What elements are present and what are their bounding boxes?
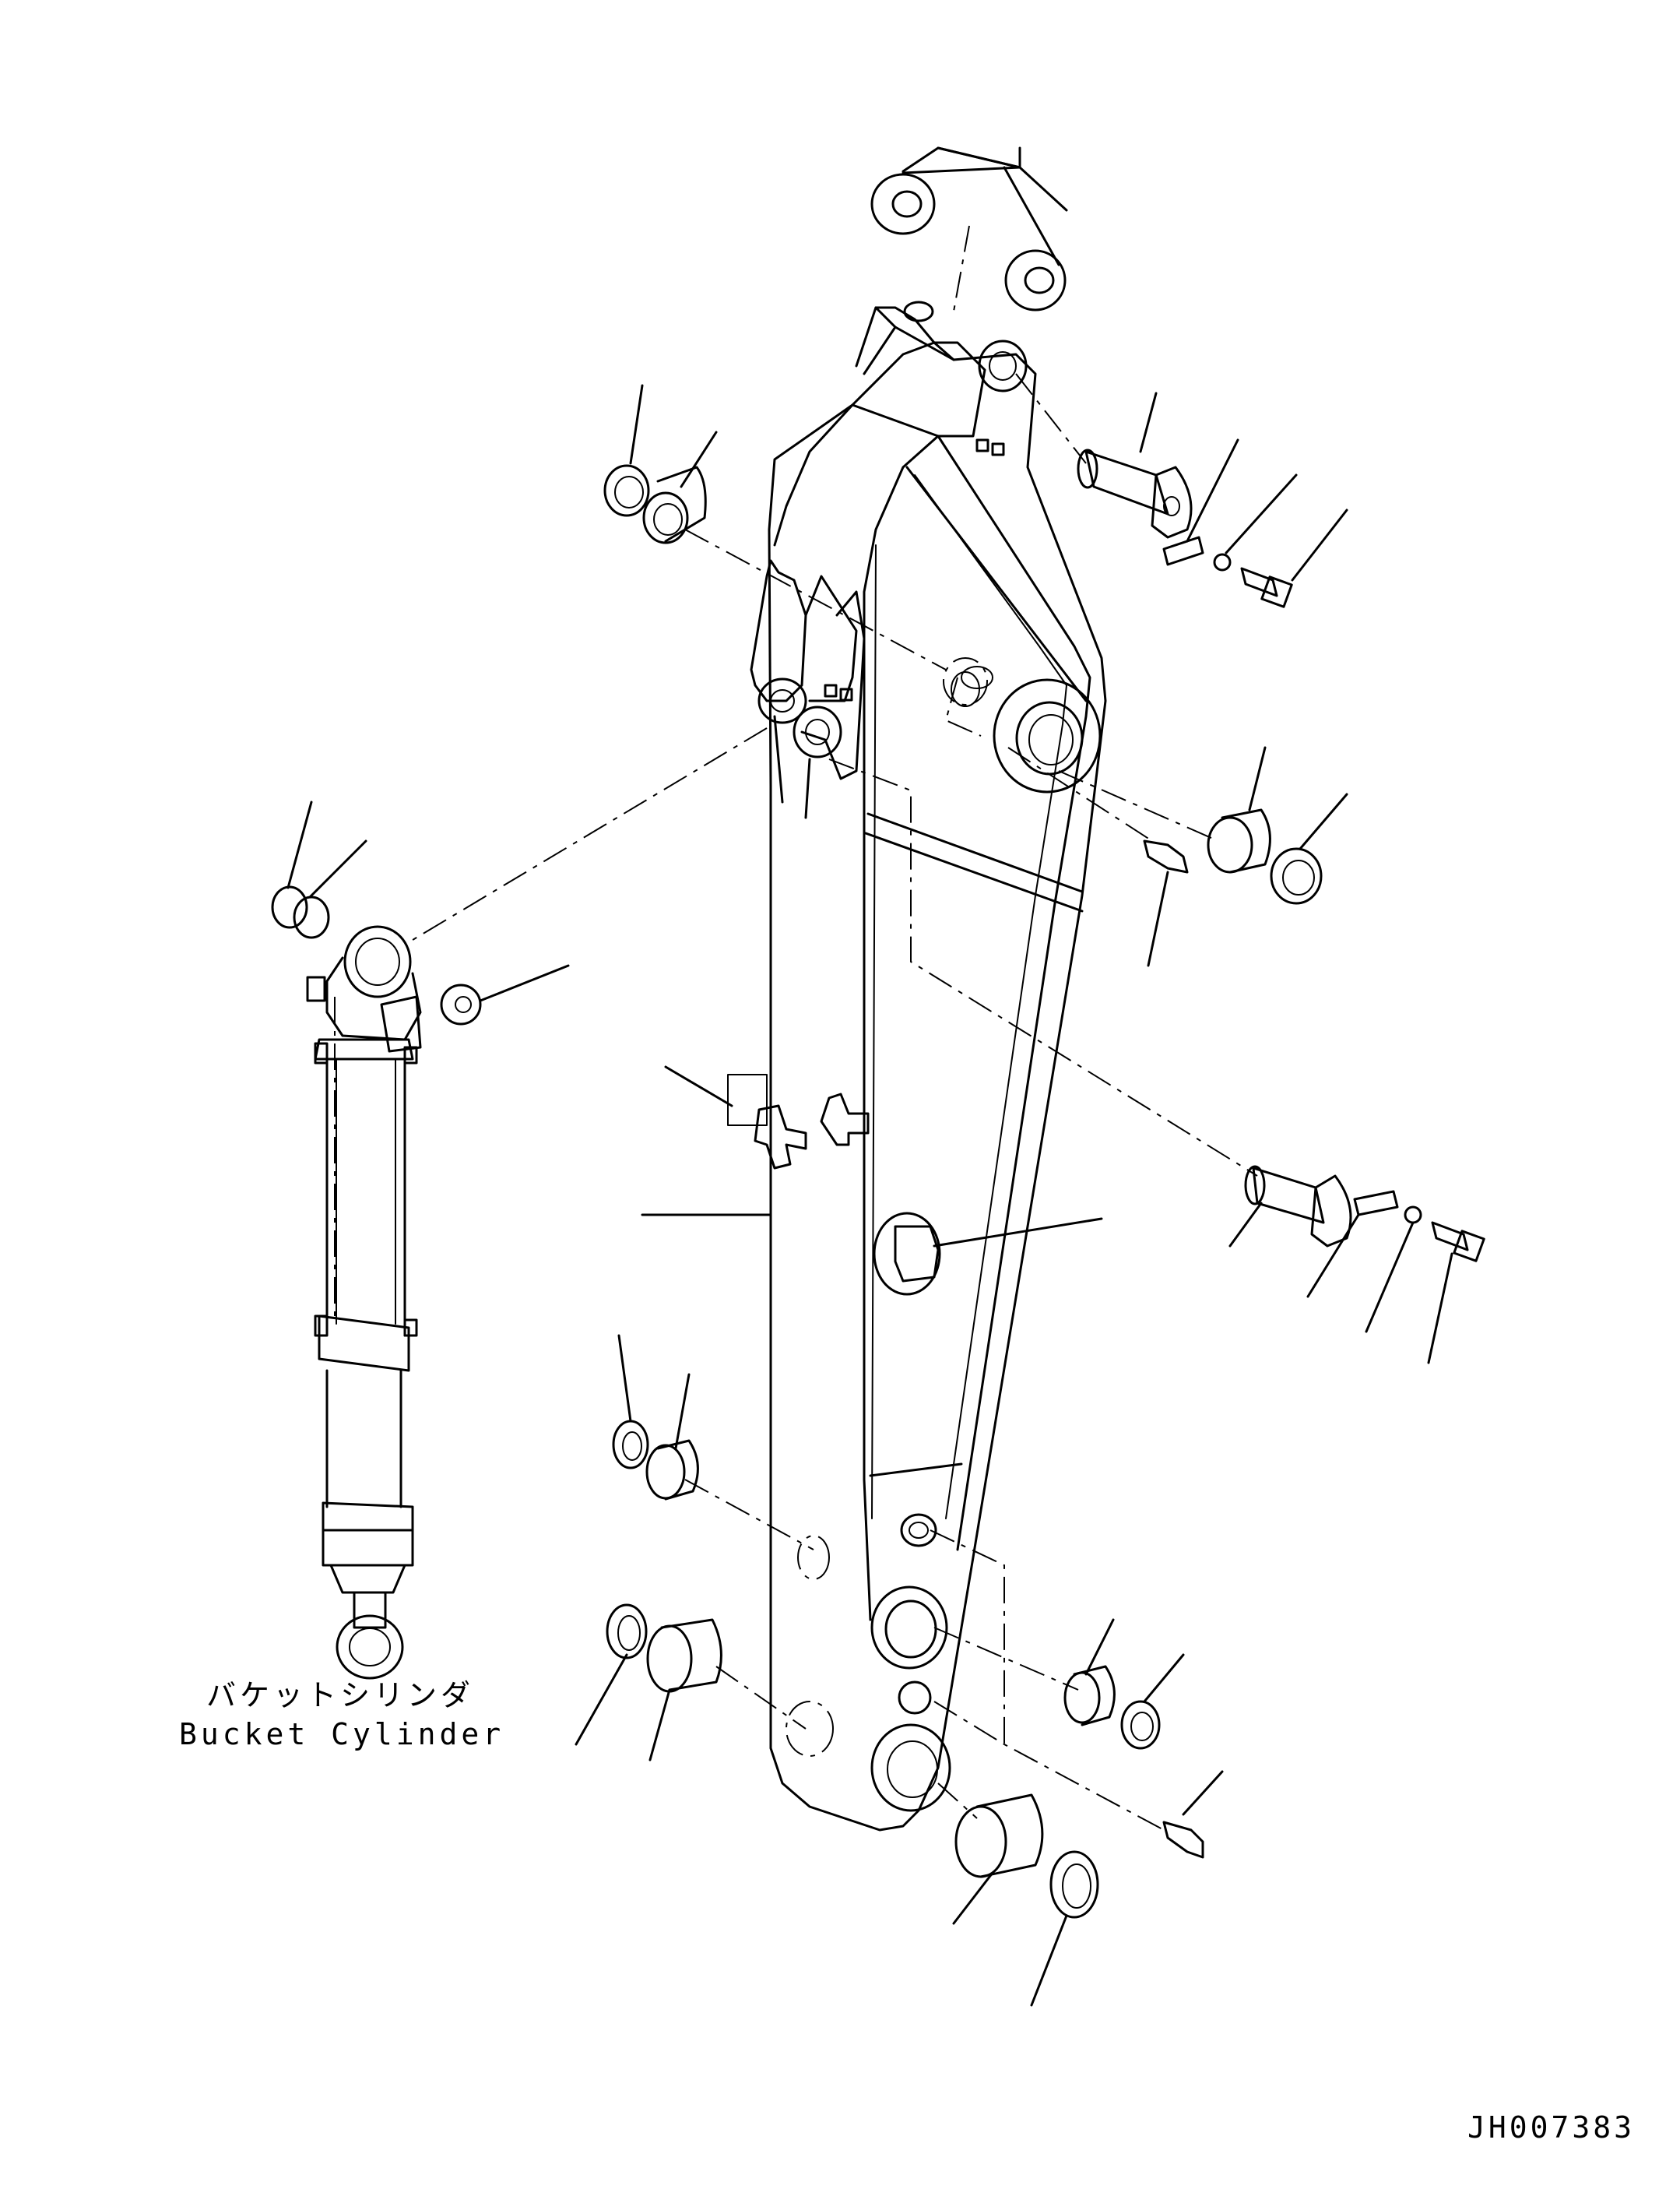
leader-lines	[286, 146, 1453, 2007]
loose-parts	[271, 173, 1485, 1919]
arm	[750, 301, 1107, 1832]
center-lines	[334, 225, 1258, 1831]
drawing-code: JH007383	[1467, 2110, 1635, 2145]
cylinder-label-jp: バケットシリンダ	[206, 1678, 474, 1712]
bucket-cylinder	[306, 925, 422, 1680]
cylinder-label-en: Bucket Cylinder	[179, 1717, 504, 1751]
